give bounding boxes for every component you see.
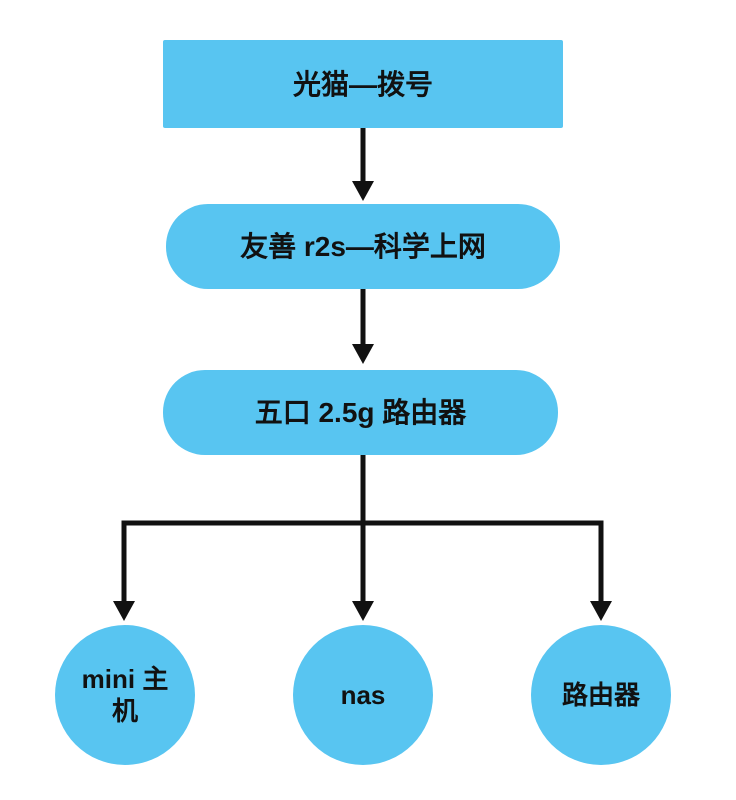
node-mini-pc: mini 主机 — [55, 625, 195, 765]
node-nas-label: nas — [340, 679, 386, 710]
edge-switch-branch — [113, 455, 612, 621]
edge-r2s-switch — [352, 289, 374, 364]
edge-modem-r2s — [352, 128, 374, 201]
node-switch: 五口 2.5g 路由器 — [163, 370, 558, 455]
node-router: 路由器 — [531, 625, 671, 765]
node-r2s-label: 友善 r2s—科学上网 — [240, 231, 486, 262]
node-modem-label: 光猫—拨号 — [292, 68, 433, 100]
node-mini-pc-label: mini 主机 — [81, 663, 169, 727]
node-nas: nas — [293, 625, 433, 765]
node-router-label: 路由器 — [561, 679, 640, 710]
node-modem: 光猫—拨号 — [163, 40, 563, 128]
node-switch-label: 五口 2.5g 路由器 — [254, 397, 467, 428]
node-r2s: 友善 r2s—科学上网 — [166, 204, 560, 289]
